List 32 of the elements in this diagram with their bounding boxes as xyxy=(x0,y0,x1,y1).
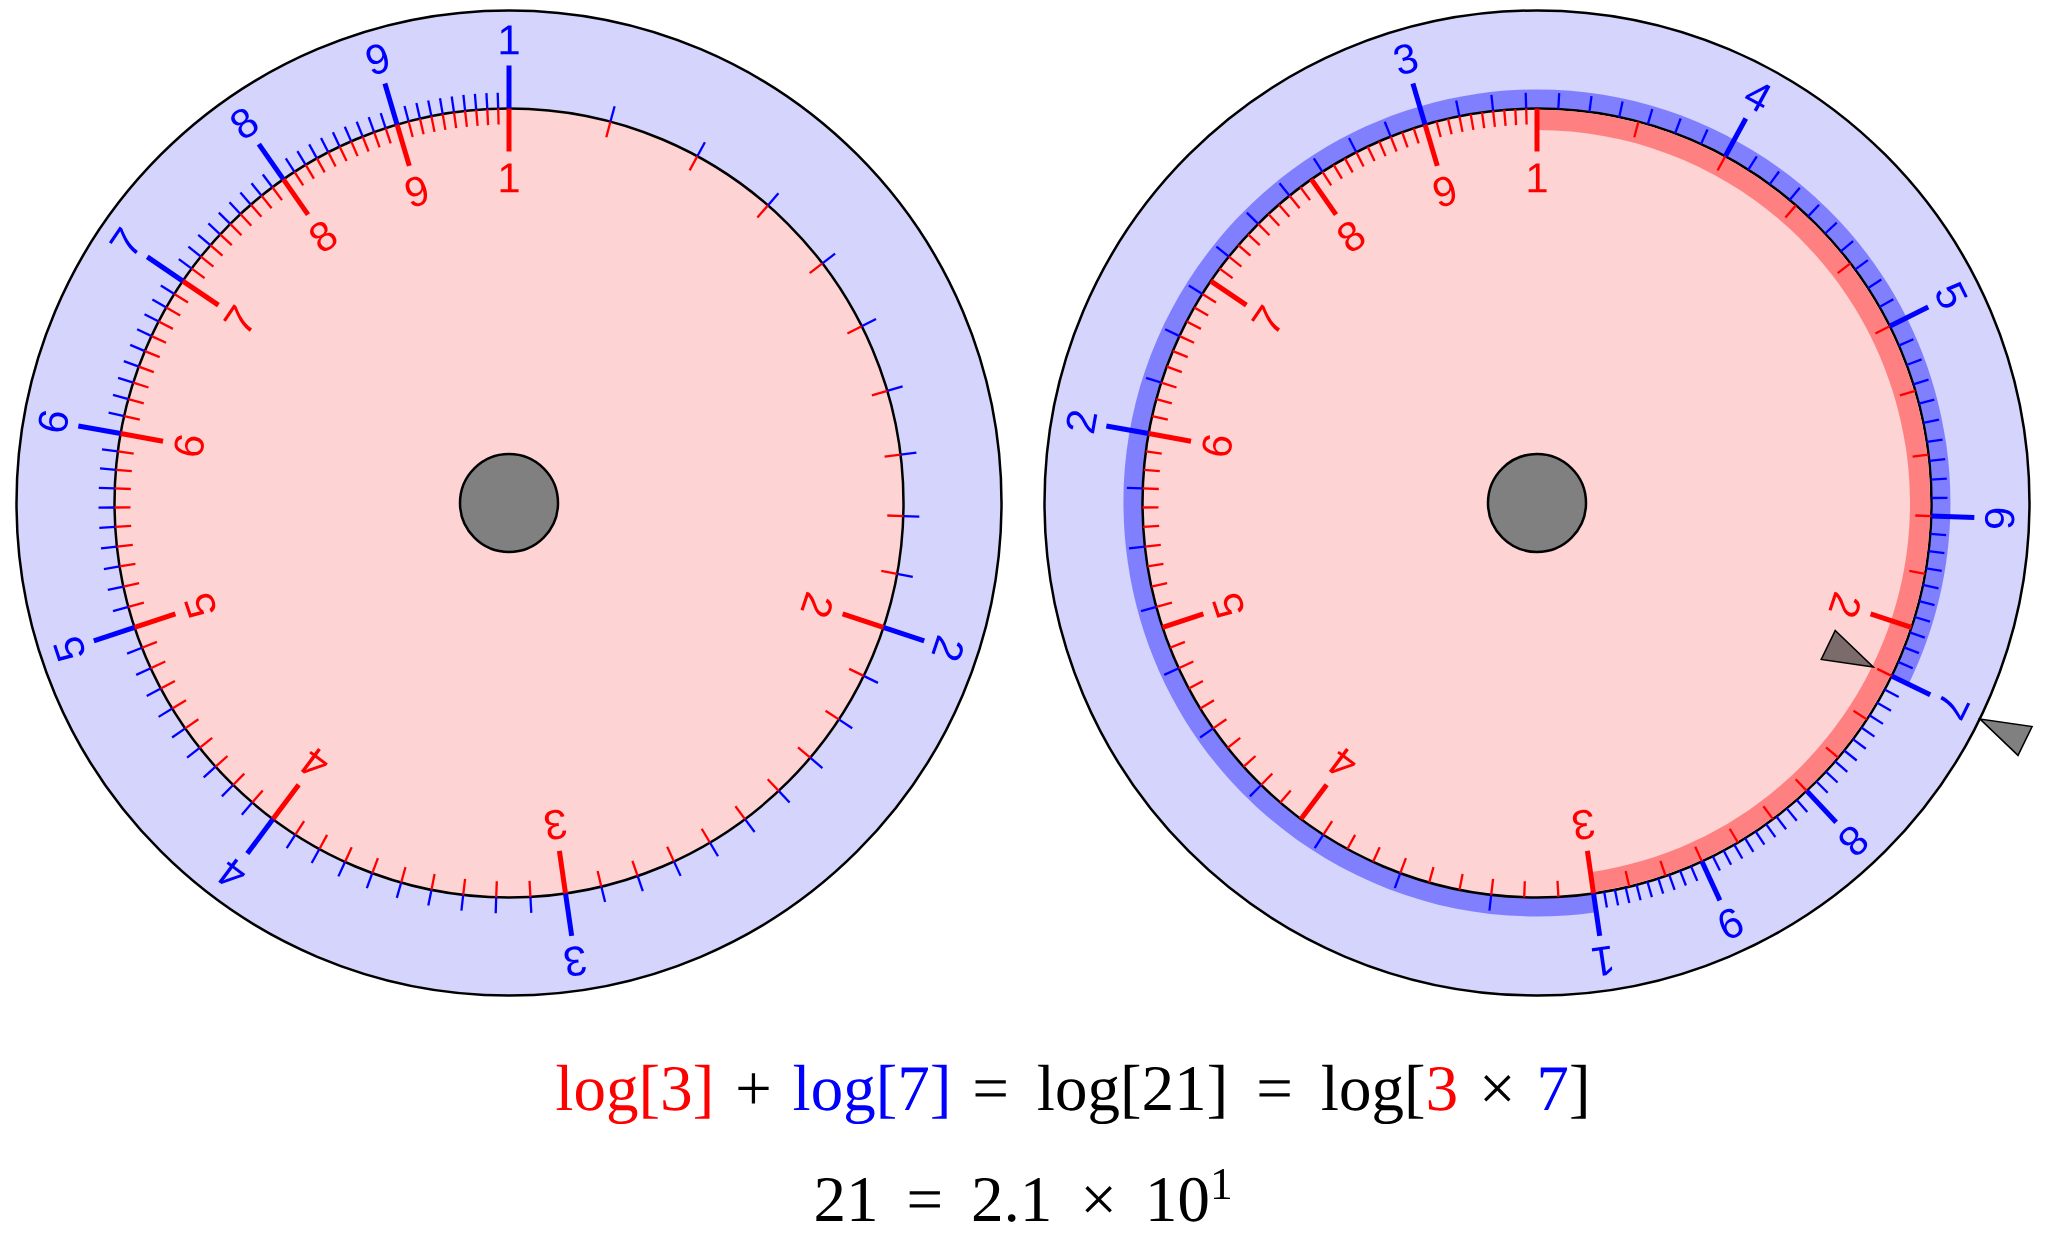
hub xyxy=(458,452,560,554)
scale-number: 3 xyxy=(1394,44,1418,74)
scale-number: 3 xyxy=(564,946,586,977)
scale-number: 3 xyxy=(544,809,567,840)
scale-number: 8 xyxy=(231,108,258,138)
scale-number: 4 xyxy=(218,858,246,885)
formula-term: 7 xyxy=(1540,1067,1568,1110)
formula-term: = log[21] = log[ xyxy=(975,1064,1424,1125)
scale-number: 4 xyxy=(300,748,328,774)
scale-number: 2 xyxy=(800,591,832,617)
scale-number: 2 xyxy=(931,635,963,661)
formula-term: ] xyxy=(1571,1064,1586,1119)
formula-term: 21 = 2.1 × 10$^{1}$ xyxy=(816,1168,1230,1222)
scale-number: 5 xyxy=(53,637,85,662)
scale-number: 6 xyxy=(1984,508,2015,528)
formula-term: log[3] xyxy=(556,1064,710,1125)
scale-number: 5 xyxy=(184,593,216,618)
formula-term: 3 xyxy=(1428,1066,1456,1111)
scale-number: 7 xyxy=(223,304,252,332)
formula-term: log[7] xyxy=(793,1064,947,1125)
scale-number: 8 xyxy=(310,222,337,251)
scale-number: 6 xyxy=(38,411,69,432)
scale-number: 7 xyxy=(108,226,138,254)
scale-number: 6 xyxy=(174,435,204,456)
scale-number: 1 xyxy=(1591,945,1613,976)
scale-number: 9 xyxy=(366,44,388,74)
scale-number: 2 xyxy=(1066,411,1098,434)
formula-term: + xyxy=(738,1073,769,1104)
formula-term: × xyxy=(1484,1075,1511,1102)
scale-number: 1 xyxy=(500,25,519,55)
scale-number: 9 xyxy=(405,176,428,207)
scale-number: 1 xyxy=(500,163,519,193)
